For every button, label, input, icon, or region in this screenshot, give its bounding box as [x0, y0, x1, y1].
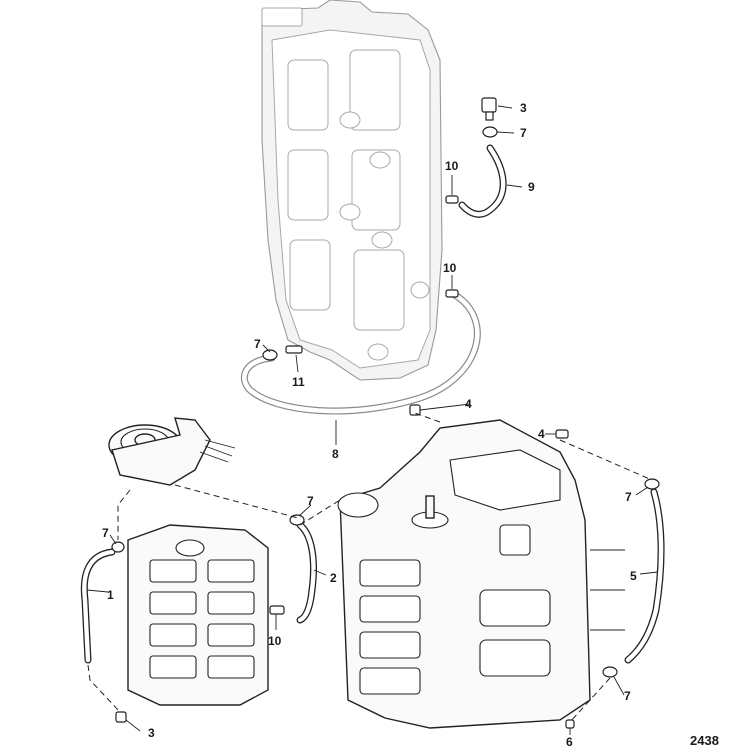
callout-7-upper: 7	[520, 126, 527, 140]
stator-assembly	[108, 417, 236, 486]
clamp-7-right-bottom	[602, 666, 618, 678]
adapter-plate	[261, 0, 443, 381]
callout-4-right: 4	[538, 427, 545, 441]
callout-1: 1	[107, 588, 114, 602]
hose-8	[241, 291, 481, 415]
fitting-3-lower	[115, 711, 127, 723]
callout-5: 5	[630, 569, 637, 583]
powerhead-block	[337, 419, 625, 729]
figure-number: 2438	[690, 733, 719, 748]
clamp-7-left	[262, 349, 278, 361]
callout-10-middle: 10	[443, 261, 457, 275]
callout-labels: 3 7 10 9 10 7 11 8 4 4 7 7 2 1 5 10 7 3 …	[102, 101, 637, 749]
callout-10-lower: 10	[268, 634, 282, 648]
fitting-4-top	[409, 404, 421, 416]
fitting-10-lower	[269, 605, 285, 615]
clamp-7-right-top	[644, 478, 660, 490]
callout-3-lower: 3	[148, 726, 155, 740]
callout-10-upper: 10	[445, 159, 459, 173]
callout-9: 9	[528, 180, 535, 194]
fitting-4-right	[555, 429, 569, 439]
leader-lines	[86, 105, 659, 735]
callout-8: 8	[332, 447, 339, 461]
hose-5	[624, 488, 665, 664]
hose-1	[80, 548, 116, 664]
callout-4-top: 4	[465, 397, 472, 411]
callout-7-left-lower: 7	[102, 526, 109, 540]
callout-7-right-top: 7	[625, 490, 632, 504]
fitting-3-upper	[481, 97, 497, 121]
assembly-dash-lines	[87, 411, 653, 723]
fitting-10-middle	[445, 289, 459, 298]
callout-7-center: 7	[307, 494, 314, 508]
clamp-7-upper	[482, 126, 498, 138]
hose-2	[296, 521, 317, 624]
fitting-10-upper	[445, 195, 459, 204]
callout-7-left: 7	[254, 337, 261, 351]
clamp-7-left-lower	[111, 541, 125, 553]
callout-2: 2	[330, 571, 337, 585]
crankcase-small	[127, 524, 269, 706]
hose-9	[458, 144, 507, 218]
callout-6: 6	[566, 735, 573, 749]
callout-7-right-bottom: 7	[624, 689, 631, 703]
clamp-7-center	[289, 514, 305, 526]
callout-3-upper: 3	[520, 101, 527, 115]
fitting-11	[285, 345, 303, 354]
fitting-6	[565, 719, 575, 729]
callout-11: 11	[292, 375, 305, 389]
